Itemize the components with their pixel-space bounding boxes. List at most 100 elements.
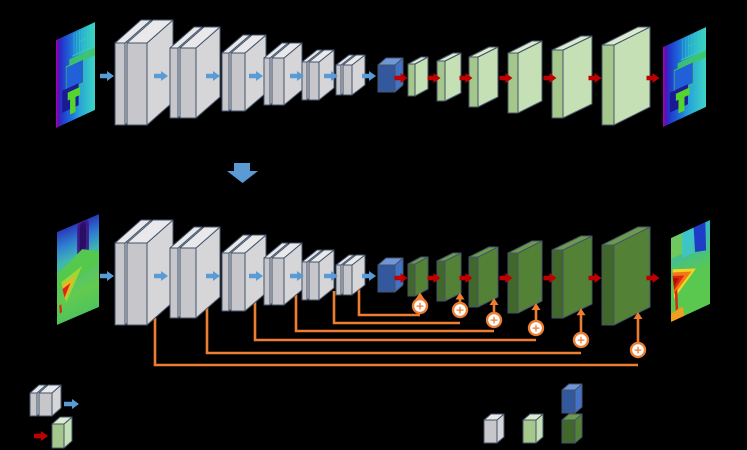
encoder-slab-b-front [342,264,353,296]
encoder-flow-arrow [324,271,338,281]
output-image-bottom [671,219,711,323]
encoder-slab-b-front [308,61,320,101]
sum-up-arrowhead [489,298,499,305]
decoder-block-2-front [436,60,446,102]
encoder-slab-a-front [114,242,126,326]
encoder-block-2 [169,26,221,119]
legend-skip-decoder-block-front [561,419,576,444]
decoder-flow-arrow [427,273,441,283]
input-image-top-object [67,86,81,115]
decoder-block-4-front [507,252,519,314]
encoder-slab-b-front [179,47,197,119]
encoder-flow-arrow [206,71,220,81]
legend-encoder-arrow-icon [64,399,79,409]
legend [29,383,583,449]
encoder-block-1 [114,19,174,126]
plus-icon: + [633,344,642,357]
skip-connections [153,288,638,367]
encoder-slab-a-front [169,47,179,119]
encoder-slab-a-front [169,247,179,319]
bottleneck-block-front [377,264,396,293]
encoder-slab-b [230,234,267,312]
input-image-top-grid [72,24,95,57]
encoder-slab-a-front [301,61,308,101]
sum-circle [411,297,429,315]
output-image-top-object [675,87,690,114]
input-image-bottom-speck [59,304,63,314]
plus-icon: + [455,304,464,317]
sum-node-4: + [527,303,545,337]
encoder-block-2 [169,226,221,319]
encoder-slab-b [126,19,174,126]
sum-circle [485,311,503,329]
legend-encoder-block [483,413,505,444]
output-image-bottom-bottom-strip [671,306,685,323]
legend-item-upsample-deconv [34,416,73,449]
encoder-slab-b [230,34,267,112]
legend-plain-decoder-block-front [51,423,65,449]
encoder-slab-b [342,54,366,96]
decoder-block-3 [468,46,499,108]
encoder-slab-b-front [271,57,285,106]
legend-plain-decoder-block-front [522,419,537,444]
legend-plain-decoder-block [51,416,73,449]
encoder-slab-a-front [335,64,342,96]
decoder-flow-arrow [394,273,408,283]
encoder-slab-a-front [301,261,308,301]
down-arrow-icon [227,163,258,183]
output-image-top-grid [681,29,706,61]
encoder-slab-b-front [126,42,148,126]
sum-circle [629,341,647,359]
output-image-bottom-far-region [693,222,707,253]
bottleneck-block [377,57,404,93]
decoder-block-1-front [407,63,416,97]
decoder-block-6 [601,26,651,126]
input-image-top [56,21,96,128]
decoder-block-2 [436,252,462,302]
encoder-flow-arrow [324,71,338,81]
encoder-slab-b-front [230,52,246,112]
decoder-block-3-front [468,256,479,308]
encoder-flow-arrow [249,271,263,281]
sum-up-arrowhead [415,292,425,300]
sum-circle [527,319,545,337]
legend-skip-decoder-block [561,413,583,444]
encoder-slab-b [179,26,221,119]
legend-bottleneck-block [561,383,583,414]
encoder-block-6 [335,54,366,96]
sum-node-6: + [629,312,647,359]
decoder-flow-arrow [499,73,513,83]
decoder-block-3 [468,246,499,308]
legend-bottleneck-block-front [561,389,576,414]
decoder-block-6 [601,226,651,326]
encoder-flow-arrow [362,271,376,281]
encoder-flow-arrow [290,71,304,81]
encoder-slab-b-front [230,252,246,312]
sum-up-arrowhead [633,312,643,319]
decoder-block-4 [507,40,543,114]
encoder-flow-arrow [100,271,114,281]
encoder-slab-a-front [221,52,230,112]
input-image-bottom-hotter [62,282,71,298]
encoder-block-3 [221,34,267,112]
encoder-slab-b-front [308,261,320,301]
output-image-bottom-streak [674,288,679,312]
decoder-block-4-face [517,240,543,314]
decoder-block-4-face [517,40,543,114]
legend-encoder-block-front [483,419,498,444]
plus-icon: + [576,334,585,347]
plus-icon: + [531,322,540,335]
encoder-block-1 [114,219,174,326]
legend-conv-slab-a-front [29,392,38,417]
encoder-slab-b [308,49,335,101]
skip-connection-3 [294,295,494,333]
output-image-bottom-hottest [672,278,679,287]
encoder-slab-b-front [342,64,353,96]
sum-node-5: + [572,308,590,349]
decoder-flow-arrow [459,73,473,83]
decoder-flow-arrow [459,273,473,283]
decoder-block-1-front [407,263,416,297]
decoder-block-4 [507,240,543,314]
sum-node-2: + [451,292,469,319]
